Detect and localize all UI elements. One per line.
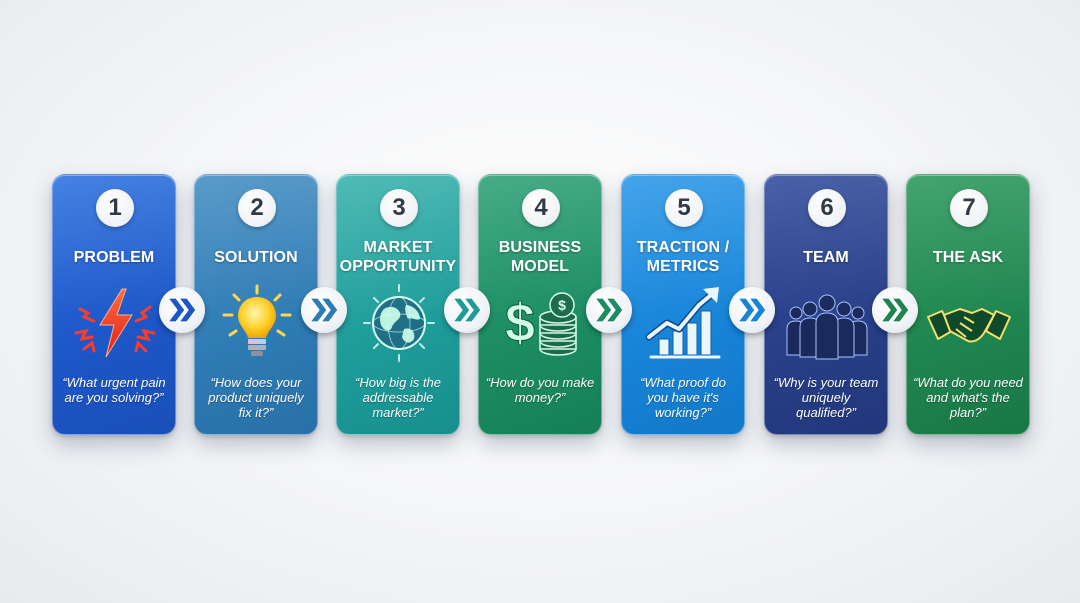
- chevron-right-icon: [586, 287, 632, 333]
- svg-text:$: $: [505, 293, 535, 353]
- chevron-right-icon: [872, 287, 918, 333]
- step-title: SOLUTION: [214, 248, 298, 266]
- people-group-icon: [782, 283, 872, 363]
- step-question: “How do you make money?”: [485, 375, 595, 405]
- handshake-icon: [924, 283, 1014, 363]
- chevron-right-icon: [729, 287, 775, 333]
- light-bulb-icon: [212, 283, 302, 363]
- step-question: “What urgent pain are you solving?”: [62, 375, 166, 405]
- step-title: BUSINESS MODEL: [498, 239, 582, 275]
- step-number: 1: [96, 189, 134, 227]
- step-title: MARKET OPPORTUNITY: [339, 239, 457, 275]
- step-number: 5: [665, 189, 703, 227]
- step-number: 6: [808, 189, 846, 227]
- step-number: 2: [238, 189, 276, 227]
- step-title: TEAM: [803, 248, 849, 266]
- step-question: “What do you need and what's the plan?”: [913, 375, 1023, 420]
- growth-chart-icon: [639, 283, 729, 363]
- step-card-the-ask: 7 THE ASK “What do you need and what's t…: [906, 174, 1030, 435]
- dollar-coins-icon: $ $: [496, 283, 586, 363]
- step-card-business-model: 4 BUSINESS MODEL $ $ “How: [478, 174, 602, 435]
- step-number: 4: [522, 189, 560, 227]
- step-question: “How big is the addressable market?”: [355, 375, 441, 420]
- step-title: TRACTION / METRICS: [636, 239, 730, 275]
- step-card-traction-metrics: 5 TRACTION / METRICS “What proof do you …: [621, 174, 745, 435]
- step-question: “Why is your team uniquely qualified?”: [773, 375, 879, 420]
- chevron-right-icon: [444, 287, 490, 333]
- step-title: THE ASK: [932, 248, 1004, 266]
- step-question: “What proof do you have it's working?”: [640, 375, 726, 420]
- step-title: PROBLEM: [73, 248, 155, 266]
- step-card-solution: 2 SOLUTION: [194, 174, 318, 435]
- lightning-bolt-icon: [70, 283, 160, 363]
- step-number: 7: [950, 189, 988, 227]
- svg-text:$: $: [558, 297, 566, 313]
- globe-icon: [354, 283, 444, 363]
- step-card-problem: 1 PROBLEM: [52, 174, 176, 435]
- step-number: 3: [380, 189, 418, 227]
- step-question: “How does your product uniquely fix it?”: [208, 375, 304, 420]
- step-card-team: 6 TEAM “Why is your team uniquely qualif: [764, 174, 888, 435]
- chevron-right-icon: [301, 287, 347, 333]
- chevron-right-icon: [159, 287, 205, 333]
- step-card-market-opportunity: 3 MARKET OPPORTUNITY: [336, 174, 460, 435]
